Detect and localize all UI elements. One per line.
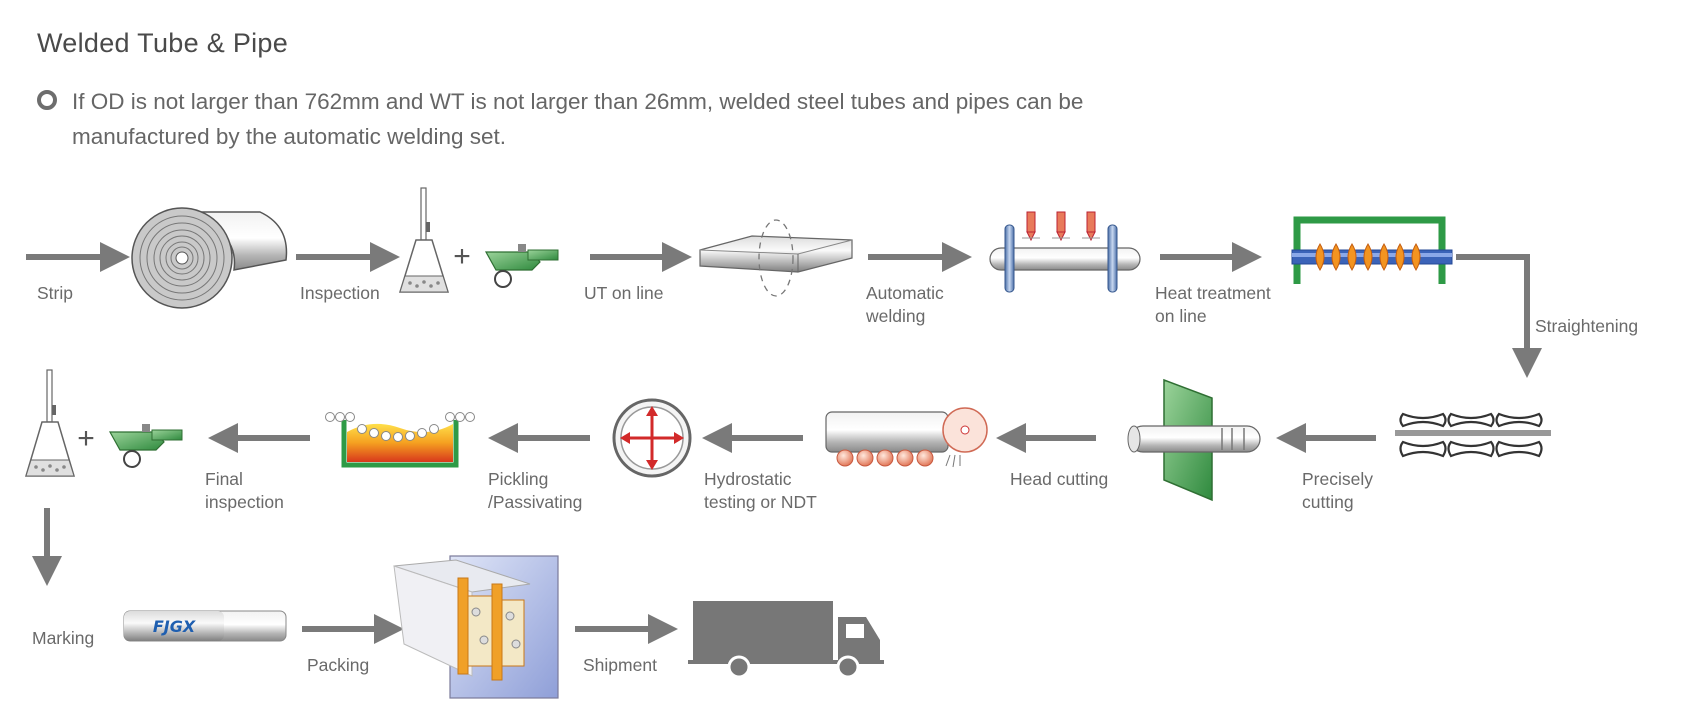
pipe-cross-section-icon <box>612 398 692 478</box>
head-cutting-machine-icon <box>825 407 988 468</box>
pickling-bath-icon <box>325 412 475 468</box>
label-straightening: Straightening <box>1535 316 1639 336</box>
plus-sign-2: + <box>77 422 95 455</box>
page-title: Welded Tube & Pipe <box>37 28 289 58</box>
pipe-bundle-icon <box>393 555 559 699</box>
welding-machine-icon <box>989 211 1141 293</box>
truck-icon <box>688 601 884 679</box>
label-ut-on-line: UT on line <box>584 283 664 303</box>
bullet-ring-icon <box>37 90 57 110</box>
arrow-to-straightening <box>1456 254 1542 378</box>
label-inspection: Inspection <box>300 283 380 303</box>
gauge-green-icon <box>484 244 559 288</box>
gauge-green-icon-final <box>108 424 183 468</box>
plus-sign-1: + <box>453 240 471 273</box>
flask-icon <box>398 187 450 293</box>
cutting-saw-icon <box>1127 378 1261 502</box>
steel-plate-icon <box>699 219 853 297</box>
label-shipment: Shipment <box>583 655 657 675</box>
logo-text: FJGX <box>153 617 196 636</box>
steel-coil-icon <box>131 207 288 309</box>
label-marking: Marking <box>32 628 95 648</box>
flask-icon-final <box>24 369 76 477</box>
label-strip: Strip <box>37 283 73 303</box>
straightening-rollers-icon <box>1395 412 1551 458</box>
description-note: If OD is not larger than 762mm and WT is… <box>72 89 1084 149</box>
label-pickling: Pickling/Passivating <box>488 469 583 512</box>
marked-pipe-icon: FJGX <box>123 610 287 642</box>
induction-heater-icon <box>1291 216 1453 284</box>
label-packing: Packing <box>307 655 370 675</box>
label-head-cutting: Head cutting <box>1010 469 1109 489</box>
